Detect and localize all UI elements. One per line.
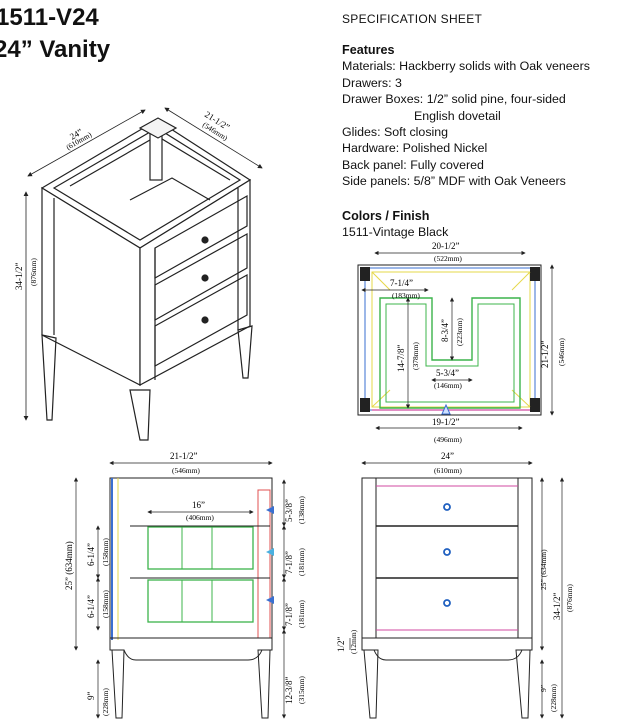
front-leg-label: 9” bbox=[539, 685, 548, 692]
side-width-label: 21-1/2” bbox=[170, 451, 198, 461]
side-leg-mm: (228mm) bbox=[101, 688, 110, 716]
top-depth-label: 21-1/2” bbox=[540, 341, 550, 369]
feature-item: Back panel: Fully covered bbox=[342, 157, 484, 172]
feature-item: English dovetail bbox=[414, 108, 501, 123]
front-width-mm: (610mm) bbox=[434, 466, 462, 475]
top-notch-w-label: 5-3/4” bbox=[436, 368, 459, 378]
feature-item: Glides: Soft closing bbox=[342, 125, 449, 140]
features-section: Features Materials: Hackberry solids wit… bbox=[342, 42, 620, 190]
top-notch-w-mm: (146mm) bbox=[434, 381, 462, 390]
product-name: 24” Vanity bbox=[0, 36, 111, 63]
top-width-label: 20-1/2” bbox=[432, 241, 460, 251]
iso-height-label: 34-1/2” bbox=[14, 263, 24, 291]
finish-name: 1511-Vintage Black bbox=[342, 225, 449, 239]
top-bottom-w-label: 19-1/2” bbox=[432, 417, 460, 427]
top-view bbox=[357, 250, 555, 431]
side-r3-label: 7-1/8” bbox=[284, 603, 294, 626]
top-width-mm: (522mm) bbox=[434, 254, 462, 263]
side-r4-label: 12-3/8” bbox=[284, 677, 294, 705]
side-inner-label: 16” bbox=[192, 500, 205, 510]
side-r3-mm: (181mm) bbox=[297, 600, 306, 628]
feature-item: Materials: Hackberry solids with Oak ven… bbox=[342, 59, 590, 74]
top-notch-depth-mm: (223mm) bbox=[455, 318, 464, 346]
side-r4-mm: (315mm) bbox=[297, 676, 306, 704]
top-inner-h-label: 14-7/8” bbox=[396, 345, 406, 373]
side-leg-label: 9” bbox=[86, 692, 96, 701]
side-r1-label: 5-3/8” bbox=[284, 499, 294, 522]
feature-item: Drawers: 3 bbox=[342, 75, 402, 90]
side-r2-label: 7-1/8” bbox=[284, 551, 294, 574]
side-view bbox=[73, 460, 287, 719]
top-inner-h-mm: (378mm) bbox=[411, 342, 420, 370]
features-heading: Features bbox=[342, 43, 395, 57]
front-apron-mm: (12mm) bbox=[349, 629, 358, 654]
front-total-mm: (876mm) bbox=[565, 584, 574, 612]
iso-height-mm: (876mm) bbox=[29, 258, 38, 286]
isometric-view bbox=[23, 107, 263, 441]
top-notch-depth-label: 8-3/4” bbox=[440, 319, 450, 342]
top-depth-mm: (546mm) bbox=[557, 338, 566, 366]
side-drawer2-label: 6-1/4” bbox=[86, 595, 96, 618]
feature-item: Hardware: Polished Nickel bbox=[342, 141, 488, 156]
front-leg-mm: (228mm) bbox=[549, 684, 558, 712]
front-apron-label: 1/2” bbox=[336, 636, 346, 652]
side-drawer1-label: 6-1/4” bbox=[86, 543, 96, 566]
colors-heading: Colors / Finish bbox=[342, 209, 430, 223]
top-notch-offset-mm: (183mm) bbox=[392, 291, 420, 300]
top-notch-offset-label: 7-1/4” bbox=[390, 278, 413, 288]
side-r1-mm: (138mm) bbox=[297, 496, 306, 524]
side-body-h-label: 25” (634mm) bbox=[64, 541, 74, 590]
side-drawer2-mm: (158mm) bbox=[101, 590, 110, 618]
front-view bbox=[349, 460, 565, 719]
front-body-label: 25” (634mm) bbox=[539, 549, 548, 590]
side-drawer1-mm: (158mm) bbox=[101, 538, 110, 566]
side-width-mm: (546mm) bbox=[172, 466, 200, 475]
feature-item: Drawer Boxes: 1/2” solid pine, four-side… bbox=[342, 92, 566, 107]
feature-item: Side panels: 5/8” MDF with Oak Veneers bbox=[342, 174, 566, 189]
model-number: 1511-V24 bbox=[0, 4, 99, 31]
top-bottom-w-mm: (496mm) bbox=[434, 435, 462, 444]
side-r2-mm: (181mm) bbox=[297, 548, 306, 576]
sheet-label: SPECIFICATION SHEET bbox=[342, 12, 483, 26]
colors-section: Colors / Finish 1511-Vintage Black bbox=[342, 208, 448, 240]
front-width-label: 24” bbox=[441, 451, 454, 461]
front-total-label: 34-1/2” bbox=[552, 593, 562, 621]
side-inner-mm: (406mm) bbox=[186, 513, 214, 522]
